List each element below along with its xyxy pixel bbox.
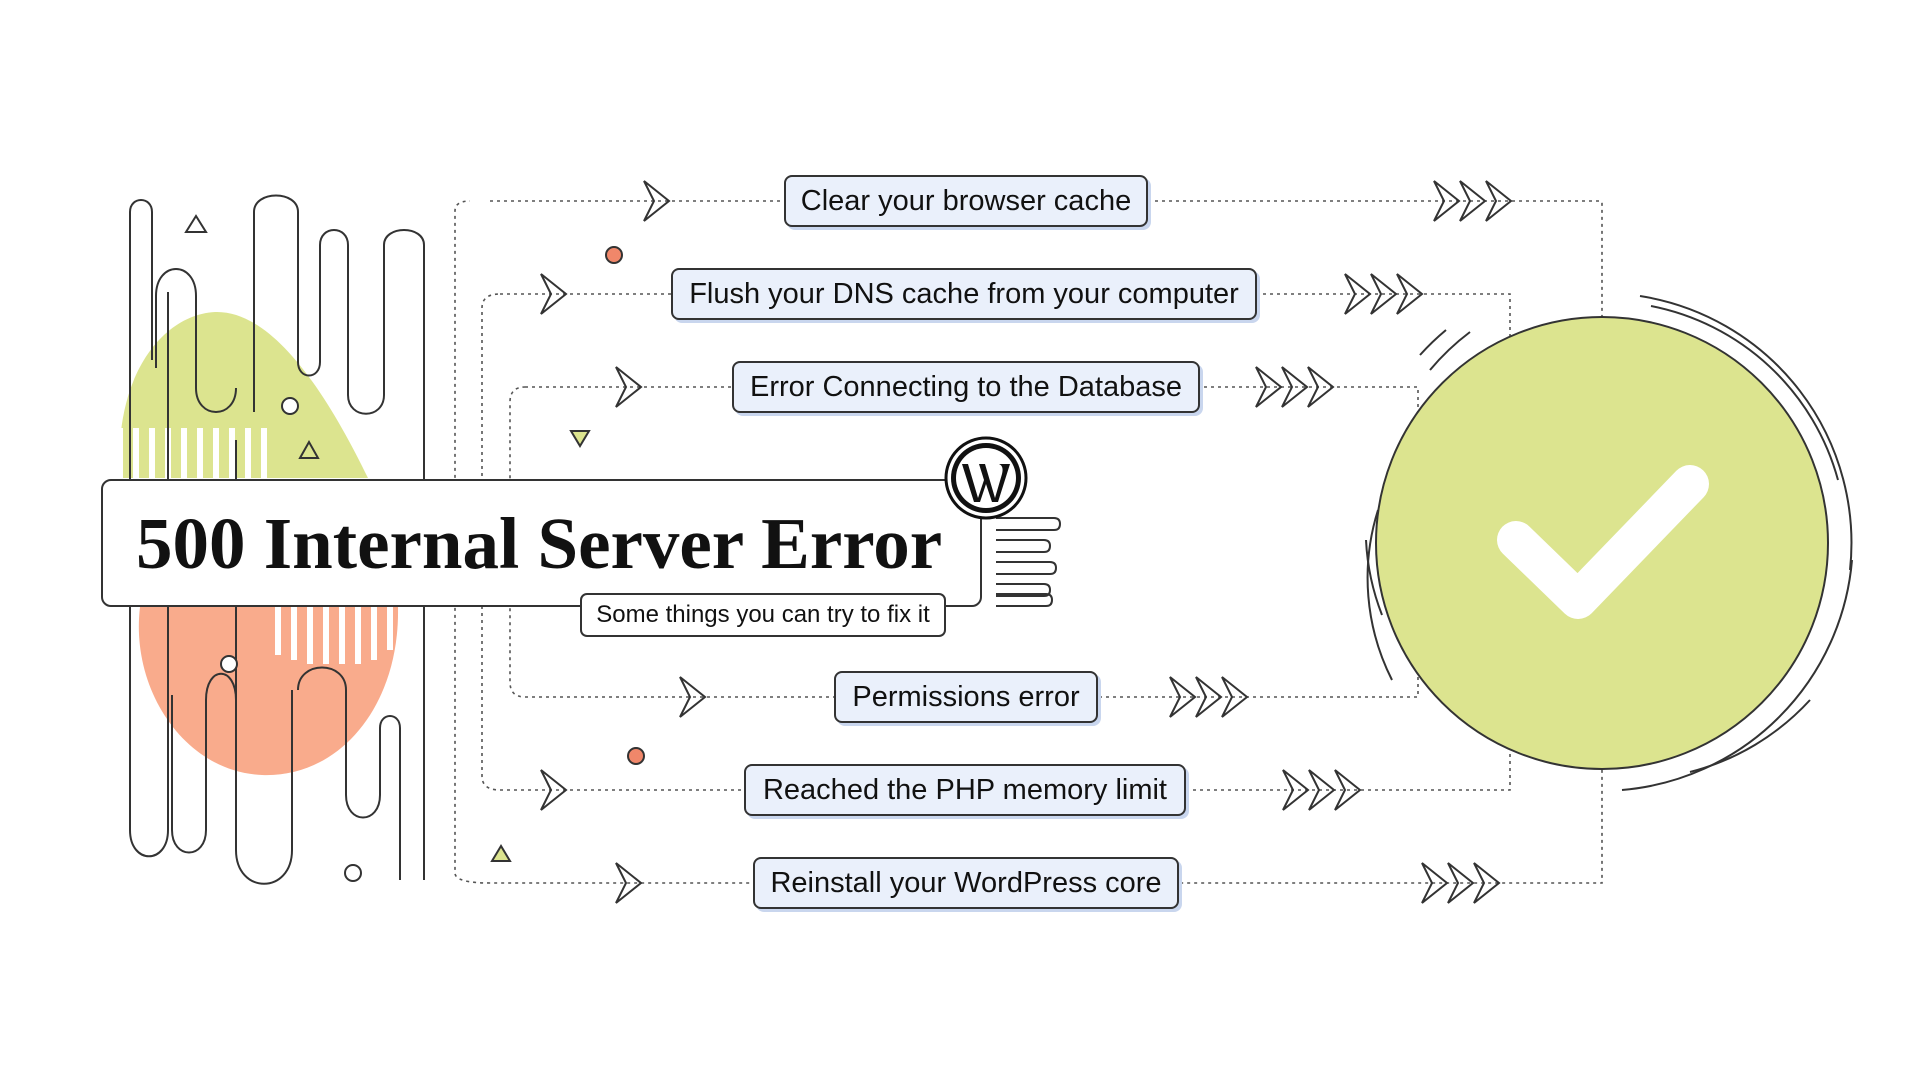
success-ring-arc (1639, 295, 1853, 571)
dot-decor (605, 246, 623, 264)
chevron-right-icon (643, 180, 671, 222)
success-badge (1365, 295, 1853, 791)
subtitle: Some things you can try to fix it (580, 593, 946, 637)
chevron-right-icon (1433, 180, 1513, 222)
success-ring-arc (1366, 509, 1393, 681)
chevron-right-icon (615, 862, 643, 904)
chevron-right-icon (615, 366, 643, 408)
step-database-connection: Error Connecting to the Database (732, 361, 1200, 413)
salmon-blob-stripes (275, 607, 393, 664)
triangle-decor (298, 439, 320, 459)
success-circle (1375, 316, 1829, 770)
chevron-right-icon (540, 273, 568, 315)
triangle-decor (184, 214, 208, 233)
success-ring-arc (1429, 331, 1471, 371)
wordpress-logo-icon (944, 436, 1028, 520)
speed-lines (996, 517, 1062, 607)
success-ring-arc (1650, 305, 1839, 481)
checkmark-icon (1497, 465, 1709, 619)
triangle-decor (490, 844, 512, 862)
wavy-lines (129, 194, 425, 885)
success-ring-arc (1689, 699, 1811, 773)
title-card (101, 479, 982, 607)
chevrons (540, 180, 1513, 904)
salmon-blob (138, 607, 399, 776)
success-ring-arc (1621, 559, 1853, 791)
connector-lines (454, 200, 1603, 884)
step-flush-dns-cache: Flush your DNS cache from your computer (671, 268, 1257, 320)
step-permissions-error: Permissions error (834, 671, 1098, 723)
chevron-right-icon (540, 769, 568, 811)
chevron-right-icon (1421, 862, 1501, 904)
chevron-right-icon (1255, 366, 1335, 408)
page-title: 500 Internal Server Error (136, 503, 943, 584)
step-reinstall-wordpress-core: Reinstall your WordPress core (753, 857, 1179, 909)
chevron-right-icon (1169, 676, 1249, 718)
chevron-right-icon (1282, 769, 1362, 811)
success-ring-arc (1365, 539, 1383, 616)
success-ring-arc (1419, 329, 1447, 356)
chevron-right-icon (679, 676, 707, 718)
circle-decor (281, 397, 299, 415)
chevron-right-icon (1344, 273, 1424, 315)
dot-decor (627, 747, 645, 765)
triangle-decor (569, 430, 591, 448)
circle-decor (344, 864, 362, 882)
decorative-art (117, 194, 645, 885)
step-clear-browser-cache: Clear your browser cache (784, 175, 1148, 227)
step-php-memory-limit: Reached the PHP memory limit (744, 764, 1186, 816)
circle-decor (220, 655, 238, 673)
